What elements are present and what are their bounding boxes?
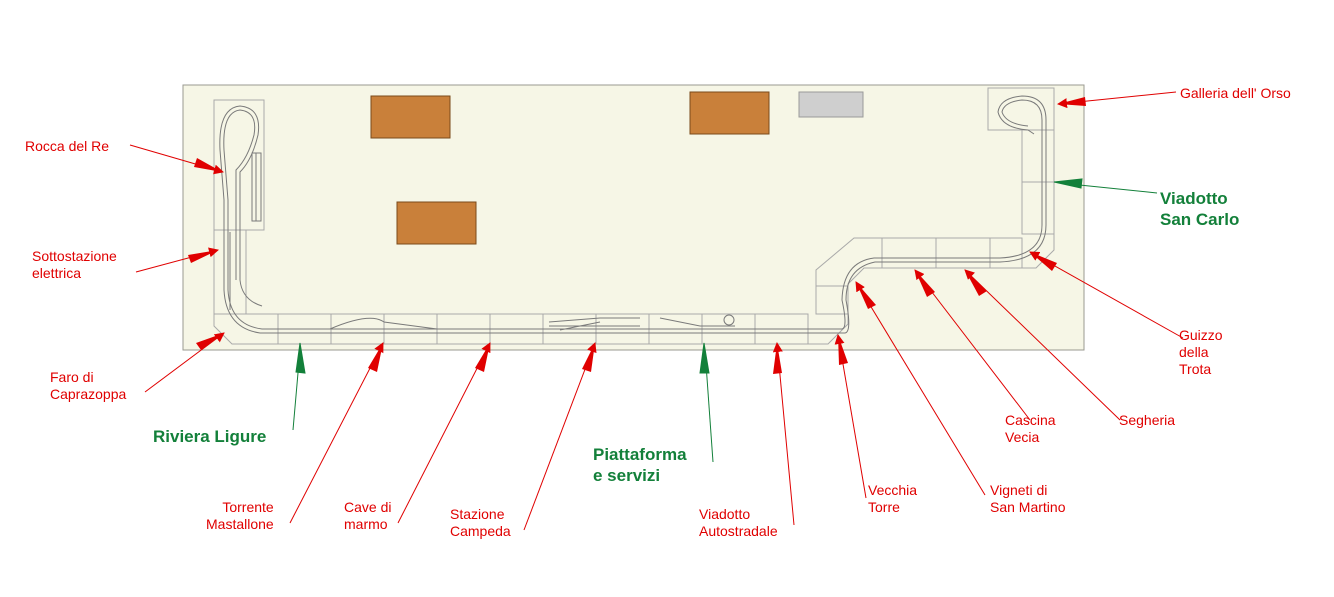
label-line: Campeda [450,523,511,539]
label-line: Torre [868,499,900,515]
track-rails [219,95,1047,334]
label-line: Cascina [1005,412,1056,428]
label-guizzo-della-trota: Guizzo della Trota [1179,327,1223,378]
building-block-3 [396,201,477,245]
label-sottostazione-elettrica: Sottostazione elettrica [32,248,117,282]
label-line: Rocca del Re [25,138,110,154]
label-line: Trota [1179,361,1212,377]
label-stazione-campeda: Stazione Campeda [450,506,511,540]
label-vecchia-torre: Vecchia Torre [868,482,917,516]
label-line: Torrente [222,499,274,515]
label-cascina-vecia: Cascina Vecia [1005,412,1056,446]
label-line: e servizi [593,466,661,485]
label-viadotto-san-carlo: Viadotto San Carlo [1160,188,1239,230]
label-segheria: Segheria [1119,412,1175,429]
label-line: Vecia [1005,429,1040,445]
label-line: San Martino [990,499,1066,515]
label-line: Autostradale [699,523,778,539]
leader-lines-green [292,178,1158,463]
building-block-2 [689,91,770,135]
label-line: Faro di [50,369,94,385]
label-line: Galleria dell' Orso [1180,85,1291,101]
label-line: San Carlo [1160,210,1240,229]
label-line: Cave di [344,499,392,515]
label-line: Vecchia [868,482,918,498]
label-line: Segheria [1119,412,1176,428]
label-line: Caprazoppa [50,386,127,402]
label-line: Sottostazione [32,248,117,264]
label-line: Mastallone [206,516,274,532]
label-piattaforma-e-servizi: Piattaforma e servizi [593,444,687,486]
label-line: Riviera Ligure [153,427,267,446]
label-line: marmo [344,516,388,532]
label-torrente-mastallone: Torrente Mastallone [206,499,274,533]
label-cave-di-marmo: Cave di marmo [344,499,391,533]
arrowheads [188,97,1086,374]
label-line: Guizzo [1179,327,1223,343]
label-line: elettrica [32,265,82,281]
baseboard [182,84,1085,351]
label-faro-di-caprazoppa: Faro di Caprazoppa [50,369,126,403]
building-block-1 [370,95,451,139]
label-line: Viadotto [699,506,751,522]
label-line: della [1179,344,1209,360]
label-line: Vigneti di [990,482,1048,498]
label-line: Stazione [450,506,505,522]
label-viadotto-autostradale: Viadotto Autostradale [699,506,778,540]
label-galleria-dell-orso: Galleria dell' Orso [1180,85,1291,102]
label-line: Viadotto [1160,189,1228,208]
label-line: Piattaforma [593,445,687,464]
grey-block [798,91,864,118]
label-rocca-del-re: Rocca del Re [25,138,109,155]
label-riviera-ligure: Riviera Ligure [153,426,266,447]
label-vigneti-di-san-martino: Vigneti di San Martino [990,482,1065,516]
